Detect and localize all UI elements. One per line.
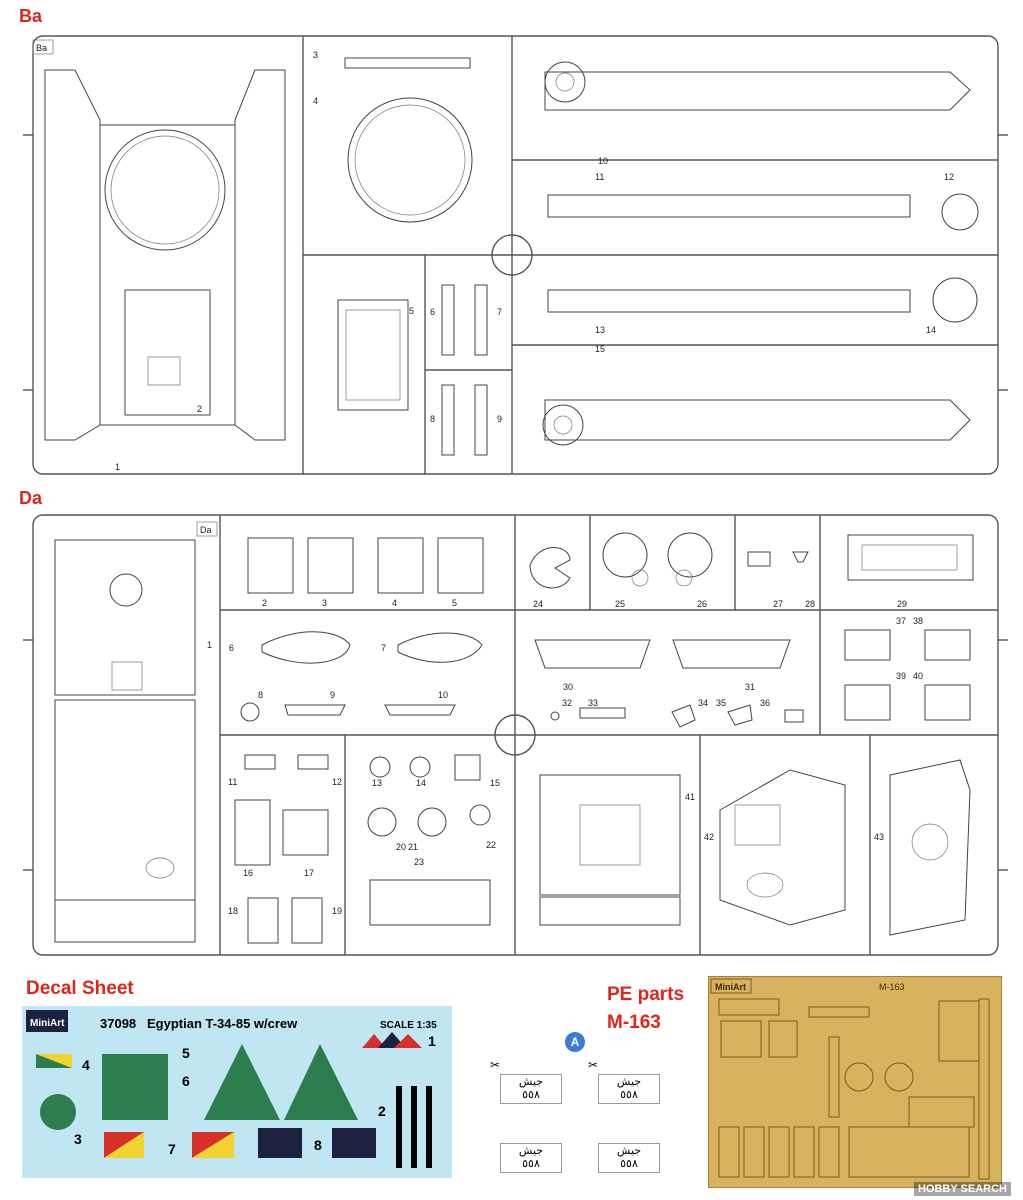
ba-part-4: 4 <box>313 96 318 106</box>
da-part-24: 24 <box>533 599 543 609</box>
da-part-23: 23 <box>414 857 424 867</box>
da-part-10: 10 <box>438 690 448 700</box>
pe-brand: MiniArt <box>715 982 746 992</box>
watermark: HOBBY SEARCH <box>913 1182 1011 1196</box>
da-part-16: 16 <box>243 868 253 878</box>
decal-scale: SCALE 1:35 <box>380 1020 437 1031</box>
da-part-26: 26 <box>697 599 707 609</box>
ba-part-11: 11 <box>595 172 604 182</box>
da-part-36: 36 <box>760 698 770 708</box>
sprue-ba: Ba 1 2 3 4 5 6 7 8 9 10 11 12 13 14 15 <box>23 35 1008 475</box>
da-part-31: 31 <box>745 682 755 692</box>
pe-code: M-163 <box>879 982 905 992</box>
da-part-38: 38 <box>913 616 923 626</box>
da-part-7: 7 <box>381 643 386 653</box>
da-part-20: 20 <box>396 842 406 852</box>
da-part-4: 4 <box>392 598 397 608</box>
ba-part-10: 10 <box>598 156 608 166</box>
da-part-3: 3 <box>322 598 327 608</box>
da-part-14: 14 <box>416 778 426 788</box>
da-part-30: 30 <box>563 682 573 692</box>
ba-part-8: 8 <box>430 414 435 424</box>
decal-num-5: 5 <box>182 1045 190 1061</box>
da-part-5: 5 <box>452 598 457 608</box>
ba-part-3: 3 <box>313 50 318 60</box>
decal-sheet-title: Decal Sheet <box>26 978 134 999</box>
da-part-8: 8 <box>258 690 263 700</box>
da-part-21: 21 <box>408 842 418 852</box>
ba-part-1: 1 <box>115 462 120 472</box>
sprue-ba-title: Ba <box>19 6 43 26</box>
decal-num-6: 6 <box>182 1073 190 1089</box>
decal-num-3: 3 <box>74 1131 82 1147</box>
scissors-icon: ✂ <box>490 1058 501 1072</box>
da-part-13: 13 <box>372 778 382 788</box>
da-part-25: 25 <box>615 599 625 609</box>
ba-part-9: 9 <box>497 414 502 424</box>
decal-brand: MiniArt <box>30 1018 65 1029</box>
ba-part-12: 12 <box>944 172 954 182</box>
pe-art: MiniArt M-163 <box>710 978 990 1180</box>
da-part-43: 43 <box>874 832 884 842</box>
pe-parts-code: M-163 <box>607 1012 661 1033</box>
sprue-da: Da 1 2 3 4 5 6 7 8 9 10 11 12 13 14 15 1… <box>23 514 1008 956</box>
ba-part-5: 5 <box>409 306 414 316</box>
sprue-ba-tag: Ba <box>36 43 47 53</box>
da-part-34: 34 <box>698 698 708 708</box>
decal-num-1: 1 <box>428 1033 436 1049</box>
da-part-27: 27 <box>773 599 783 609</box>
da-part-40: 40 <box>913 671 923 681</box>
decal-title: Egyptian T-34-85 w/crew <box>147 1016 298 1031</box>
ba-part-7: 7 <box>497 307 502 317</box>
da-part-9: 9 <box>330 690 335 700</box>
decal-code: 37098 <box>100 1016 136 1031</box>
da-part-37: 37 <box>896 616 906 626</box>
sprue-da-tag: Da <box>200 525 212 535</box>
scissors-icon: ✂ <box>588 1058 599 1072</box>
da-part-18: 18 <box>228 906 238 916</box>
da-part-17: 17 <box>304 868 314 878</box>
da-part-22: 22 <box>486 840 496 850</box>
ba-part-15: 15 <box>595 344 605 354</box>
da-part-32: 32 <box>562 698 572 708</box>
da-part-15: 15 <box>490 778 500 788</box>
sprue-da-title: Da <box>19 488 43 508</box>
variant-marker: A <box>565 1032 585 1052</box>
ba-part-6: 6 <box>430 307 435 317</box>
pe-parts-title: PE parts <box>607 984 685 1005</box>
decal-sheet: MiniArt 37098 Egyptian T-34-85 w/crew SC… <box>22 1006 452 1178</box>
da-part-28: 28 <box>805 599 815 609</box>
decal-num-4: 4 <box>82 1057 90 1073</box>
pe-fret: MiniArt M-163 <box>708 976 1002 1188</box>
ba-part-13: 13 <box>595 325 605 335</box>
ba-part-14: 14 <box>926 325 936 335</box>
decal-num-8: 8 <box>314 1137 322 1153</box>
ba-part-2: 2 <box>197 404 202 414</box>
decal-num-7: 7 <box>168 1141 176 1157</box>
decal-num-2: 2 <box>378 1103 386 1119</box>
da-part-41: 41 <box>685 792 695 802</box>
da-part-19: 19 <box>332 906 342 916</box>
da-part-1: 1 <box>207 640 212 650</box>
da-part-2: 2 <box>262 598 267 608</box>
decal-art: MiniArt 37098 Egyptian T-34-85 w/crew SC… <box>26 1010 437 1168</box>
da-part-6: 6 <box>229 643 234 653</box>
da-part-33: 33 <box>588 698 598 708</box>
da-part-12: 12 <box>332 777 342 787</box>
da-part-35: 35 <box>716 698 726 708</box>
da-part-29: 29 <box>897 599 907 609</box>
da-part-11: 11 <box>228 777 237 787</box>
da-part-42: 42 <box>704 832 714 842</box>
da-part-39: 39 <box>896 671 906 681</box>
